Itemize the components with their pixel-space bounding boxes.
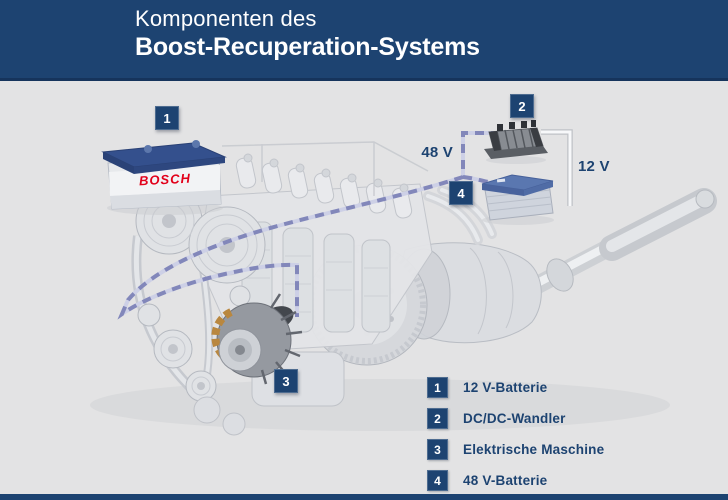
engine-illustration: BOSCH	[90, 120, 717, 436]
diagram-canvas: BOSCH	[0, 81, 728, 494]
legend: 1 12 V-Batterie 2 DC/DC-Wandler 3 Elektr…	[427, 377, 604, 500]
header-bar: Komponenten des Boost-Recuperation-Syste…	[0, 0, 728, 81]
marker-badge-12v-battery: 1	[155, 106, 179, 130]
wire-12v	[541, 129, 573, 206]
marker-badge-dcdc-converter: 2	[510, 94, 534, 118]
intake-pipes-graphic	[423, 185, 497, 245]
legend-badge: 1	[427, 377, 448, 398]
legend-badge: 4	[427, 470, 448, 491]
legend-item-electric-machine: 3 Elektrische Maschine	[427, 439, 604, 460]
legend-badge: 2	[427, 408, 448, 429]
page-title-line2: Boost-Recuperation-Systems	[135, 33, 480, 62]
legend-label: DC/DC-Wandler	[463, 411, 566, 426]
marker-badge-48v-battery: 4	[449, 181, 473, 205]
battery-48v-graphic	[481, 174, 554, 225]
legend-item-dcdc-converter: 2 DC/DC-Wandler	[427, 408, 604, 429]
marker-badge-electric-machine: 3	[274, 369, 298, 393]
voltage-label-12v: 12 V	[578, 158, 610, 175]
battery-12v-graphic: BOSCH	[101, 140, 227, 215]
footer-bar	[0, 494, 728, 500]
page-title: Komponenten des Boost-Recuperation-Syste…	[0, 0, 728, 64]
legend-label: 48 V-Batterie	[463, 473, 548, 488]
dcdc-converter-graphic	[484, 120, 548, 164]
legend-label: 12 V-Batterie	[463, 380, 548, 395]
wiring-harness-lines	[221, 141, 429, 196]
electric-machine-graphic	[211, 293, 303, 385]
voltage-label-48v: 48 V	[421, 144, 453, 161]
legend-item-48v-battery: 4 48 V-Batterie	[427, 470, 604, 491]
legend-item-12v-battery: 1 12 V-Batterie	[427, 377, 604, 398]
legend-badge: 3	[427, 439, 448, 460]
bosch-logo-text: BOSCH	[139, 171, 192, 189]
wire-48v	[117, 131, 500, 320]
valvetrain-graphic	[235, 153, 413, 219]
page-title-line1: Komponenten des	[135, 6, 317, 31]
legend-label: Elektrische Maschine	[463, 442, 605, 457]
